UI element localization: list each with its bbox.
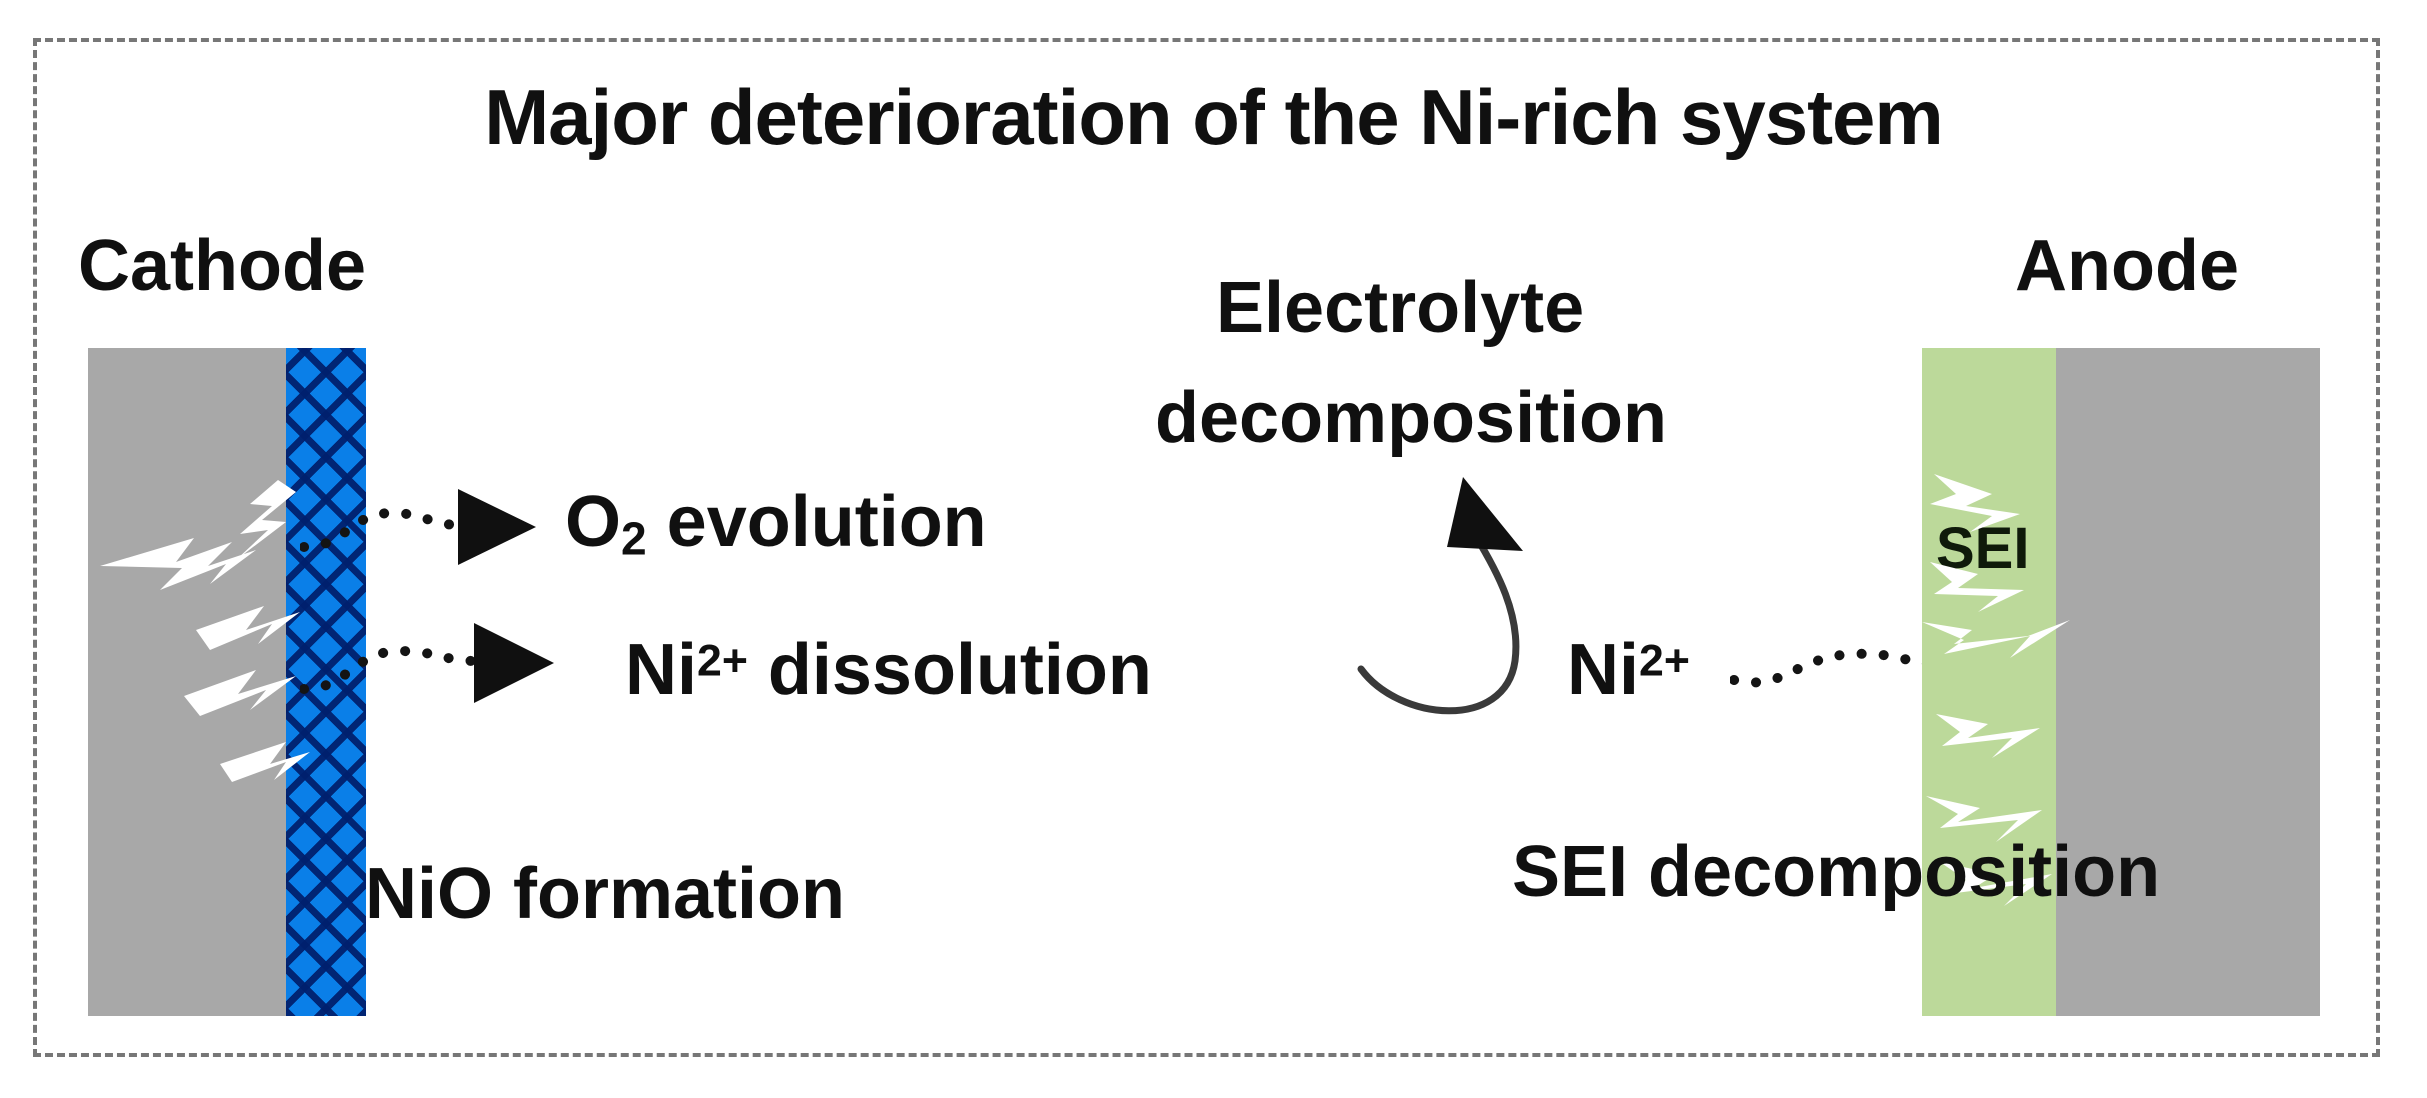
ni-diss-superscript: 2+ (697, 636, 748, 686)
reaction-label-sei-decomposition: SEI decomposition (1512, 832, 2161, 912)
figure-title: Major deterioration of the Ni-rich syste… (484, 73, 1944, 161)
anode-bulk-block (2056, 348, 2320, 1016)
cathode-bulk-block (88, 348, 286, 1016)
electrolyte-ion-label: Ni2+ (1567, 630, 1690, 711)
ni-diss-base: Ni (625, 630, 697, 710)
cathode-caption: Cathode (78, 226, 366, 306)
electrolyte-label-line2: decomposition (1155, 378, 1668, 458)
electrolyte-label-line1: Electrolyte (1216, 268, 1585, 348)
sei-layer-label: SEI (1936, 516, 2030, 581)
anode-caption: Anode (2015, 226, 2239, 306)
ni-mid-base: Ni (1567, 630, 1639, 710)
reaction-label-o2-evolution: O2 evolution (565, 486, 987, 561)
reaction-label-ni-dissolution: Ni2+ dissolution (625, 634, 1152, 706)
reaction-label-nio-formation: NiO formation (365, 854, 845, 934)
ni-diss-tail: dissolution (747, 630, 1152, 710)
o2-subscript: 2 (621, 512, 647, 565)
o2-base: O (565, 482, 622, 562)
o2-tail: evolution (646, 482, 987, 562)
cathode-electrode-stack (88, 348, 366, 1016)
anode-electrode-stack: SEI (1922, 348, 2320, 1016)
cathode-nio-coating-layer (286, 348, 366, 1016)
sei-layer-block (1922, 348, 2056, 1016)
ni-mid-superscript: 2+ (1639, 636, 1690, 686)
